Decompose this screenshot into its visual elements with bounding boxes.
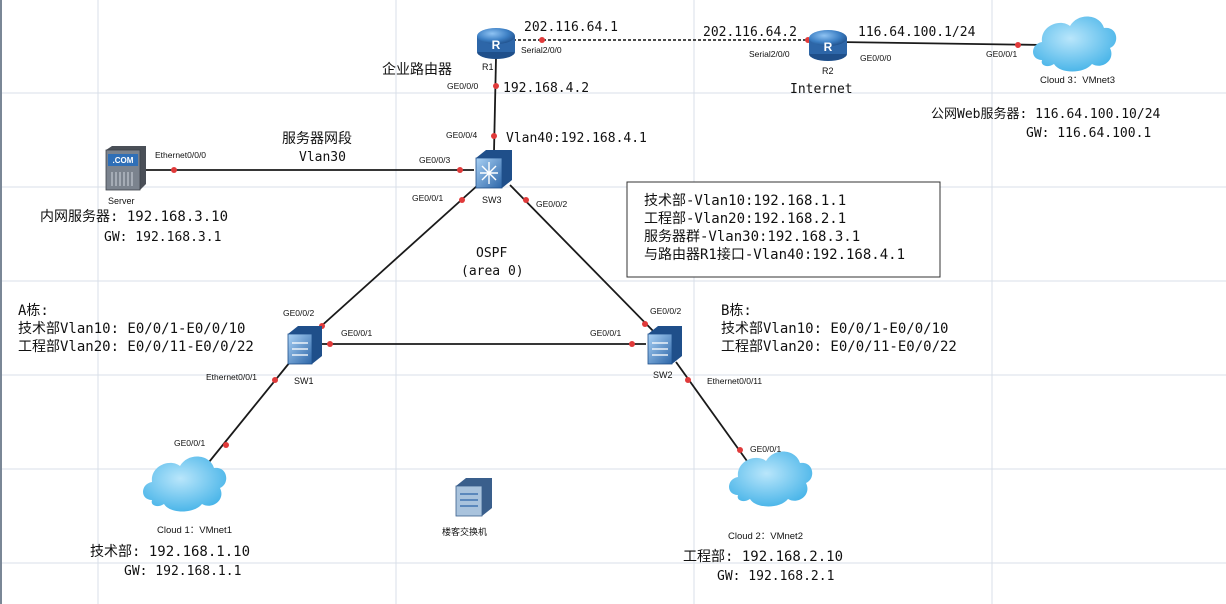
port-cloud3-ge: GE0/0/1 — [986, 49, 1017, 59]
router-r2-name: R2 — [822, 66, 834, 76]
port-sw2-ge2: GE0/0/2 — [650, 306, 681, 316]
link-sw3-sw2[interactable] — [509, 184, 661, 339]
vlan-box-line-2: 工程部-Vlan20:192.168.2.1 — [644, 211, 846, 227]
r1-caption: 企业路由器 — [382, 61, 452, 78]
eng-dept-ip: 工程部: 192.168.2.10 — [683, 549, 843, 565]
cloud3-name: Cloud 3：VMnet3 — [1040, 75, 1115, 86]
r2-ge-ip: 116.64.100.1/24 — [858, 25, 976, 40]
link-r2-cloud3[interactable] — [837, 41, 1046, 46]
cloud3-icon — [1033, 16, 1117, 72]
port-server-eth: Ethernet0/0/0 — [155, 150, 206, 160]
web-server-gw: GW: 116.64.100.1 — [1026, 126, 1151, 141]
port-sw3-ge2: GE0/0/2 — [536, 199, 567, 209]
cloud2[interactable] — [729, 451, 813, 507]
port-sw2-eth: Ethernet0/0/11 — [707, 376, 762, 386]
building-a-title: A栋: — [18, 302, 49, 319]
sw3-vlan40-ip: Vlan40:192.168.4.1 — [506, 131, 647, 146]
r1-serial-ip: 202.116.64.1 — [524, 20, 618, 35]
switch-sw2[interactable] — [647, 326, 682, 365]
ospf-area-label: (area 0) — [461, 264, 524, 279]
core-switch-sw3[interactable] — [475, 150, 512, 189]
building-b-info: B栋: 技术部Vlan10: E0/0/1-E0/0/10 工程部Vlan20:… — [721, 302, 957, 355]
building-a-line2: 工程部Vlan20: E0/0/11-E0/0/22 — [18, 339, 254, 355]
vlan-box-line-1: 技术部-Vlan10:192.168.1.1 — [644, 193, 846, 209]
port-r1-ge: GE0/0/0 — [447, 81, 478, 91]
building-b-line2: 工程部Vlan20: E0/0/11-E0/0/22 — [721, 339, 957, 355]
sw1-name: SW1 — [294, 376, 314, 386]
intranet-server-gw: GW: 192.168.3.1 — [104, 230, 221, 245]
r1-ge-ip: 192.168.4.2 — [503, 81, 589, 96]
router-r1-name: R1 — [482, 62, 494, 72]
building-b-title: B栋: — [721, 302, 752, 319]
cloud3[interactable] — [1033, 16, 1117, 72]
link-sw3-sw1[interactable] — [307, 184, 479, 339]
router-r1-icon: R — [492, 38, 501, 52]
core-switch-arrows-icon — [480, 162, 498, 184]
cloud2-icon — [729, 451, 813, 507]
r2-serial-ip: 202.116.64.2 — [703, 25, 797, 40]
web-server-ip: 公网Web服务器: 116.64.100.10/24 — [931, 106, 1161, 122]
eng-dept-gw: GW: 192.168.2.1 — [717, 569, 834, 584]
sw2-name: SW2 — [653, 370, 673, 380]
standalone-switch-icon — [460, 493, 478, 507]
port-cloud2-ge: GE0/0/1 — [750, 444, 781, 454]
port-labels: Serial2/0/0 Serial2/0/0 GE0/0/0 GE0/0/1 … — [155, 45, 1017, 454]
switch-sw2-arrows-icon — [652, 342, 668, 356]
server-segment-label: 服务器网段 — [282, 131, 352, 147]
port-sw1-ge2: GE0/0/2 — [283, 308, 314, 318]
port-sw1-ge1: GE0/0/1 — [341, 328, 372, 338]
tech-dept-ip: 技术部: 192.168.1.10 — [90, 544, 250, 560]
building-a-info: A栋: 技术部Vlan10: E0/0/1-E0/0/10 工程部Vlan20:… — [18, 302, 254, 355]
server-com-icon: .COM — [113, 156, 134, 165]
server-name: Server — [108, 196, 135, 206]
router-r2-icon: R — [824, 40, 833, 54]
intranet-server-ip: 内网服务器: 192.168.3.10 — [40, 209, 228, 225]
router-r2[interactable]: R — [809, 30, 847, 61]
building-b-line1: 技术部Vlan10: E0/0/1-E0/0/10 — [721, 321, 948, 337]
ospf-label: OSPF — [476, 246, 507, 261]
cloud2-name: Cloud 2：VMnet2 — [728, 531, 803, 542]
server[interactable]: .COM — [105, 146, 146, 191]
port-sw3-ge3: GE0/0/3 — [419, 155, 450, 165]
port-r1-serial: Serial2/0/0 — [521, 45, 562, 55]
cloud1[interactable] — [143, 456, 227, 512]
r2-caption: Internet — [790, 82, 853, 97]
router-r1[interactable]: R — [477, 28, 515, 59]
vlan-box-line-4: 与路由器R1接口-Vlan40:192.168.4.1 — [644, 246, 905, 263]
port-sw3-ge1: GE0/0/1 — [412, 193, 443, 203]
standalone-switch[interactable] — [455, 478, 492, 517]
port-sw1-eth: Ethernet0/0/1 — [206, 372, 257, 382]
vlan-box-line-3: 服务器群-Vlan30:192.168.3.1 — [644, 229, 860, 245]
cloud1-icon — [143, 456, 227, 512]
sw3-name: SW3 — [482, 195, 502, 205]
server-vents-icon — [111, 172, 133, 186]
port-cloud1-ge: GE0/0/1 — [174, 438, 205, 448]
switch-sw1-arrows-icon — [292, 342, 308, 356]
building-a-line1: 技术部Vlan10: E0/0/1-E0/0/10 — [18, 321, 245, 337]
vlan-info-box: 技术部-Vlan10:192.168.1.1 工程部-Vlan20:192.16… — [626, 181, 941, 278]
switch-sw1[interactable] — [287, 326, 322, 365]
port-r2-serial: Serial2/0/0 — [749, 49, 790, 59]
port-r2-ge: GE0/0/0 — [860, 53, 891, 63]
server-vlan-label: Vlan30 — [299, 150, 346, 165]
tech-dept-gw: GW: 192.168.1.1 — [124, 564, 241, 579]
port-sw3-ge4: GE0/0/4 — [446, 130, 477, 140]
standalone-switch-name: 楼客交换机 — [442, 526, 487, 537]
cloud1-name: Cloud 1：VMnet1 — [157, 525, 232, 536]
port-sw2-ge1: GE0/0/1 — [590, 328, 621, 338]
